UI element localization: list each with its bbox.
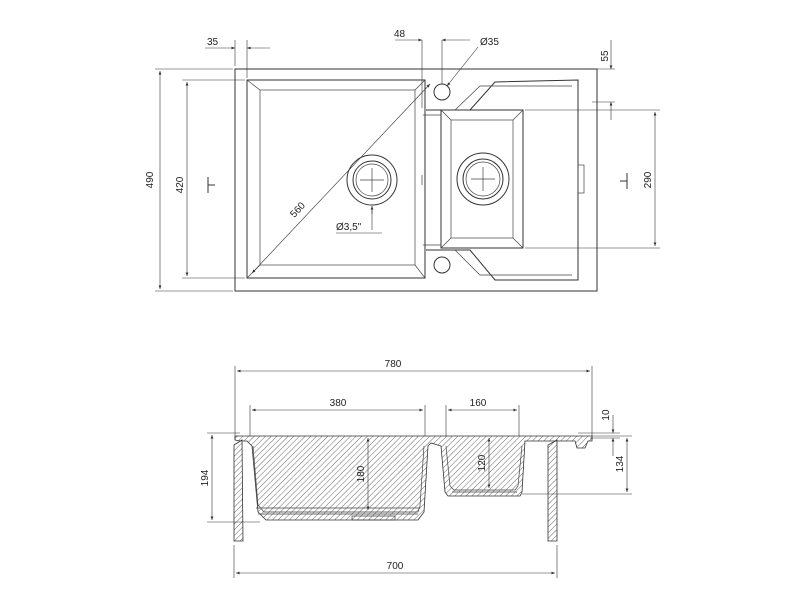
dim-194: 194 [200, 469, 211, 486]
cabinet-left-side [233, 439, 244, 542]
sink-section-profile [234, 435, 593, 521]
dim-380: 380 [330, 398, 347, 409]
top-view: 35 48 Ø35 55 490 420 560 Ø3,5" [145, 29, 660, 292]
dim-180: 180 [356, 465, 367, 482]
dim-35: 35 [207, 37, 219, 48]
section-view: 780 380 160 10 194 180 [200, 359, 632, 578]
tap-hole-bottom [433, 256, 451, 274]
small-bowl-top [440, 109, 524, 249]
dim-10: 10 [601, 409, 612, 421]
sink-outline [234, 68, 598, 292]
small-drain [456, 152, 510, 206]
dim-120: 120 [477, 454, 488, 471]
dim-55: 55 [600, 50, 611, 62]
dim-490: 490 [145, 171, 156, 188]
dim-drain: Ø3,5" [336, 222, 362, 233]
dim-780: 780 [385, 359, 402, 370]
dim-560: 560 [288, 200, 308, 220]
dim-160: 160 [470, 398, 487, 409]
dim-48: 48 [394, 29, 406, 40]
dim-420: 420 [175, 176, 186, 193]
diagonal-dim-line [251, 83, 431, 274]
drainer-top [421, 79, 585, 281]
main-bowl-top [246, 79, 431, 279]
dim-tap-hole: Ø35 [480, 37, 499, 48]
dim-290: 290 [643, 171, 654, 188]
dim-700: 700 [387, 561, 404, 572]
dim-134: 134 [615, 455, 626, 472]
cabinet-right-side [547, 439, 558, 542]
tap-hole-top [433, 83, 451, 101]
